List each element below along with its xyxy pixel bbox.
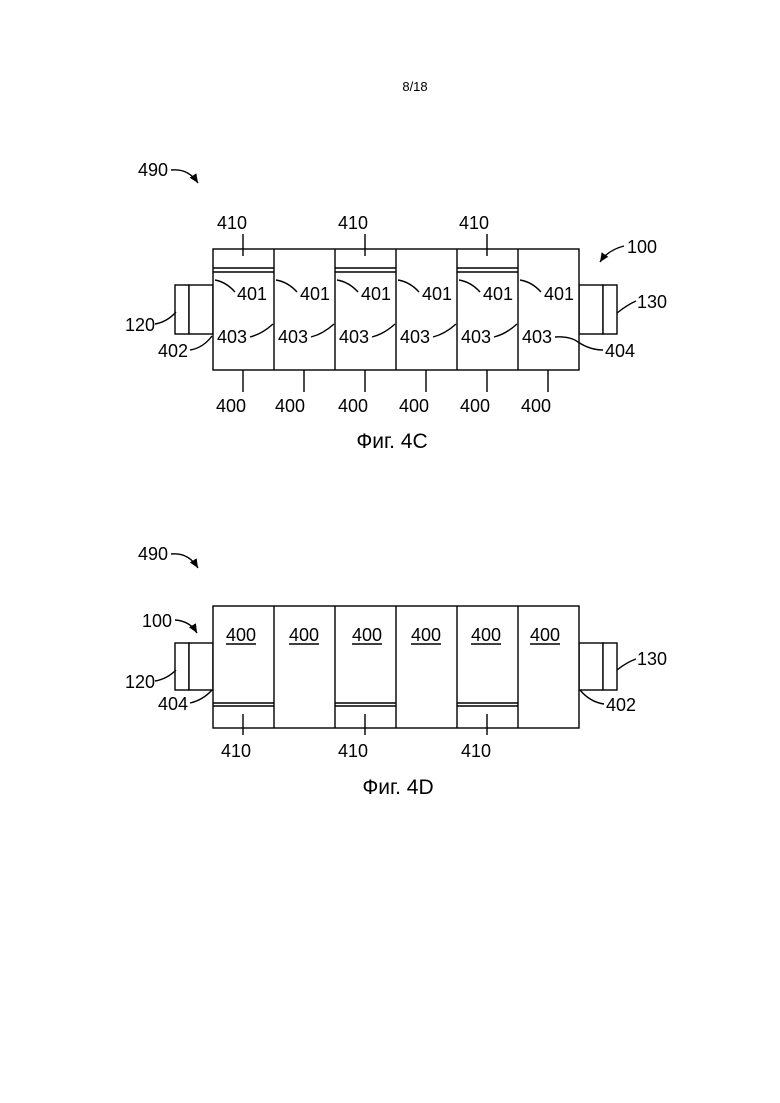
ref-410-label: 410 [338, 741, 368, 761]
right-end-block [603, 285, 617, 334]
cell-400-label: 400 [411, 625, 441, 645]
ref-403-label: 403 [522, 327, 552, 347]
ref-490-label: 490 [138, 160, 168, 180]
ref-130-leader [617, 301, 636, 313]
ref-404-label: 404 [605, 341, 635, 361]
ref-490-label: 490 [138, 544, 168, 564]
cell-400-label: 400 [289, 625, 319, 645]
ref-401-label: 401 [422, 284, 452, 304]
ref-410-label: 410 [217, 213, 247, 233]
ref-403-label: 403 [217, 327, 247, 347]
ref-401-label: 401 [237, 284, 267, 304]
ref-410-label: 410 [459, 213, 489, 233]
ref-100-arrow [600, 246, 624, 262]
left-end-block [175, 285, 189, 334]
figure-4d: 490 100 120 404 130 402 400 [125, 544, 667, 799]
ref-402-label: 402 [606, 695, 636, 715]
left-interface-block [189, 643, 213, 690]
ref-410-label: 410 [338, 213, 368, 233]
cell-400-label: 400 [471, 625, 501, 645]
ref-400-label: 400 [216, 396, 246, 416]
cell-400-label: 400 [352, 625, 382, 645]
figure-caption: Фиг. 4D [362, 776, 433, 799]
ref-120-label: 120 [125, 672, 155, 692]
left-interface-block [189, 285, 213, 334]
cell-400-label: 400 [530, 625, 560, 645]
ref-130-leader [617, 659, 636, 670]
ref-100-arrow [175, 620, 197, 633]
ref-401-label: 401 [300, 284, 330, 304]
ref-403-label: 403 [400, 327, 430, 347]
ref-490-arrow [171, 554, 198, 568]
right-end-block [603, 643, 617, 690]
ref-401-label: 401 [544, 284, 574, 304]
ref-401-label: 401 [483, 284, 513, 304]
ref-401-label: 401 [361, 284, 391, 304]
ref-404-leader [190, 690, 212, 703]
ref-400-label: 400 [338, 396, 368, 416]
ref-400-label: 400 [521, 396, 551, 416]
figure-caption: Фиг. 4C [356, 430, 427, 453]
figure-4c: 490 100 120 130 410 410 410 [125, 160, 667, 453]
ref-400-label: 400 [460, 396, 490, 416]
ref-403-label: 403 [339, 327, 369, 347]
ref-402-label: 402 [158, 341, 188, 361]
ref-410-label: 410 [221, 741, 251, 761]
ref-404-label: 404 [158, 694, 188, 714]
ref-402-leader [190, 336, 212, 350]
right-interface-block [579, 285, 603, 334]
right-interface-block [579, 643, 603, 690]
ref-490-arrow [171, 170, 198, 183]
ref-130-label: 130 [637, 649, 667, 669]
ref-403-label: 403 [461, 327, 491, 347]
ref-410-label: 410 [461, 741, 491, 761]
ref-120-leader [155, 312, 176, 324]
ref-100-label: 100 [142, 611, 172, 631]
ref-130-label: 130 [637, 292, 667, 312]
page-number: 8/18 [402, 79, 427, 94]
left-end-block [175, 643, 189, 690]
ref-120-leader [155, 670, 176, 681]
ref-100-label: 100 [627, 237, 657, 257]
ref-403-label: 403 [278, 327, 308, 347]
ref-120-label: 120 [125, 315, 155, 335]
ref-400-label: 400 [275, 396, 305, 416]
ref-400-label: 400 [399, 396, 429, 416]
ref-402-leader [580, 690, 604, 704]
cell-400-label: 400 [226, 625, 256, 645]
